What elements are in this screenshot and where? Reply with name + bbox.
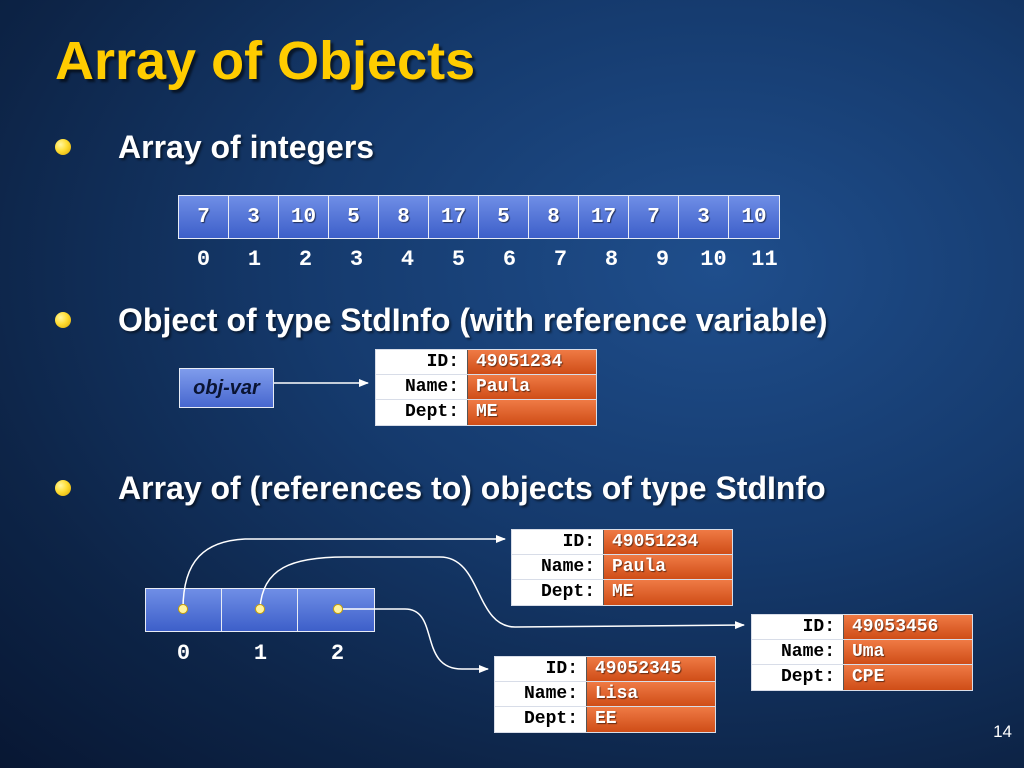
record-value: CPE bbox=[844, 665, 972, 690]
obj-var-box: obj-var bbox=[179, 368, 274, 408]
stdinfo-object-2: ID: 49052345 Name: Lisa Dept: EE bbox=[494, 656, 716, 733]
record-row-id: ID: 49051234 bbox=[512, 530, 732, 555]
page-number: 14 bbox=[993, 722, 1012, 741]
int-array-cell: 7 bbox=[179, 196, 229, 238]
int-array-index: 9 bbox=[655, 247, 670, 272]
int-array-index: 8 bbox=[604, 247, 619, 272]
int-array-index: 6 bbox=[502, 247, 517, 272]
bullet-dot-icon bbox=[55, 480, 71, 496]
int-array-cell: 8 bbox=[529, 196, 579, 238]
record-value: 49053456 bbox=[844, 615, 972, 639]
int-array-cell: 3 bbox=[679, 196, 729, 238]
record-label: ID: bbox=[752, 615, 844, 639]
bullet-text: Array of integers bbox=[118, 128, 375, 165]
int-array-index: 1 bbox=[247, 247, 262, 272]
record-label: Dept: bbox=[512, 580, 604, 605]
stdinfo-object-1: ID: 49053456 Name: Uma Dept: CPE bbox=[751, 614, 973, 691]
reference-array bbox=[145, 588, 375, 632]
record-row-id: ID: 49053456 bbox=[752, 615, 972, 640]
record-label: Dept: bbox=[495, 707, 587, 732]
ref-1-arrow bbox=[259, 556, 745, 630]
record-row-dept: Dept: ME bbox=[512, 580, 732, 605]
bullet-array-of-references: Array of (references to) objects of type… bbox=[55, 468, 955, 508]
record-label: Name: bbox=[512, 555, 604, 579]
int-array-index: 4 bbox=[400, 247, 415, 272]
int-array-cell: 10 bbox=[279, 196, 329, 238]
int-array-index: 0 bbox=[196, 247, 211, 272]
record-label: ID: bbox=[495, 657, 587, 681]
ref-array-index: 0 bbox=[176, 641, 191, 666]
record-value: Uma bbox=[844, 640, 972, 664]
ref-array-index: 2 bbox=[330, 641, 345, 666]
record-row-name: Name: Paula bbox=[512, 555, 732, 580]
int-array-index: 3 bbox=[349, 247, 364, 272]
bullet-dot-icon bbox=[55, 139, 71, 155]
integer-array-indices: 0 1 2 3 4 5 6 7 8 9 10 11 bbox=[178, 247, 790, 272]
record-row-id: ID: 49051234 bbox=[376, 350, 596, 375]
record-row-dept: Dept: EE bbox=[495, 707, 715, 732]
int-array-index: 11 bbox=[751, 247, 778, 272]
ref-dot-icon bbox=[178, 604, 188, 614]
bullet-text: Array of (references to) objects of type… bbox=[118, 469, 826, 506]
record-value: 49051234 bbox=[468, 350, 596, 374]
record-label: Name: bbox=[752, 640, 844, 664]
int-array-index: 5 bbox=[451, 247, 466, 272]
record-value: Paula bbox=[468, 375, 596, 399]
int-array-cell: 3 bbox=[229, 196, 279, 238]
record-value: Paula bbox=[604, 555, 732, 579]
slide-title: Array of Objects bbox=[55, 31, 476, 91]
record-row-id: ID: 49052345 bbox=[495, 657, 715, 682]
int-array-index: 2 bbox=[298, 247, 313, 272]
int-array-cell: 17 bbox=[579, 196, 629, 238]
record-row-name: Name: Lisa bbox=[495, 682, 715, 707]
record-row-dept: Dept: CPE bbox=[752, 665, 972, 690]
record-row-name: Name: Uma bbox=[752, 640, 972, 665]
record-value: ME bbox=[604, 580, 732, 605]
ref-array-index: 1 bbox=[253, 641, 268, 666]
integer-array: 7 3 10 5 8 17 5 8 17 7 3 10 bbox=[178, 195, 780, 239]
int-array-index: 10 bbox=[700, 247, 727, 272]
bullet-text: Object of type StdInfo (with reference v… bbox=[118, 301, 828, 338]
int-array-cell: 7 bbox=[629, 196, 679, 238]
int-array-cell: 8 bbox=[379, 196, 429, 238]
record-value: 49052345 bbox=[587, 657, 715, 681]
reference-array-indices: 0 1 2 bbox=[145, 641, 376, 666]
ref-dot-icon bbox=[255, 604, 265, 614]
int-array-cell: 5 bbox=[479, 196, 529, 238]
record-label: ID: bbox=[512, 530, 604, 554]
record-label: Name: bbox=[495, 682, 587, 706]
bullet-object-stdinfo: Object of type StdInfo (with reference v… bbox=[55, 300, 955, 340]
int-array-cell: 17 bbox=[429, 196, 479, 238]
int-array-index: 7 bbox=[553, 247, 568, 272]
record-row-name: Name: Paula bbox=[376, 375, 596, 400]
stdinfo-object-single: ID: 49051234 Name: Paula Dept: ME bbox=[375, 349, 597, 426]
record-value: ME bbox=[468, 400, 596, 425]
record-value: EE bbox=[587, 707, 715, 732]
ref-2-arrow bbox=[338, 608, 489, 673]
record-label: Name: bbox=[376, 375, 468, 399]
record-row-dept: Dept: ME bbox=[376, 400, 596, 425]
int-array-cell: 10 bbox=[729, 196, 779, 238]
bullet-array-of-integers: Array of integers bbox=[55, 127, 955, 167]
record-label: Dept: bbox=[376, 400, 468, 425]
ref-0-arrow bbox=[182, 535, 506, 610]
stdinfo-object-0: ID: 49051234 Name: Paula Dept: ME bbox=[511, 529, 733, 606]
int-array-cell: 5 bbox=[329, 196, 379, 238]
record-label: Dept: bbox=[752, 665, 844, 690]
record-value: 49051234 bbox=[604, 530, 732, 554]
record-value: Lisa bbox=[587, 682, 715, 706]
record-label: ID: bbox=[376, 350, 468, 374]
ref-dot-icon bbox=[333, 604, 343, 614]
bullet-dot-icon bbox=[55, 312, 71, 328]
